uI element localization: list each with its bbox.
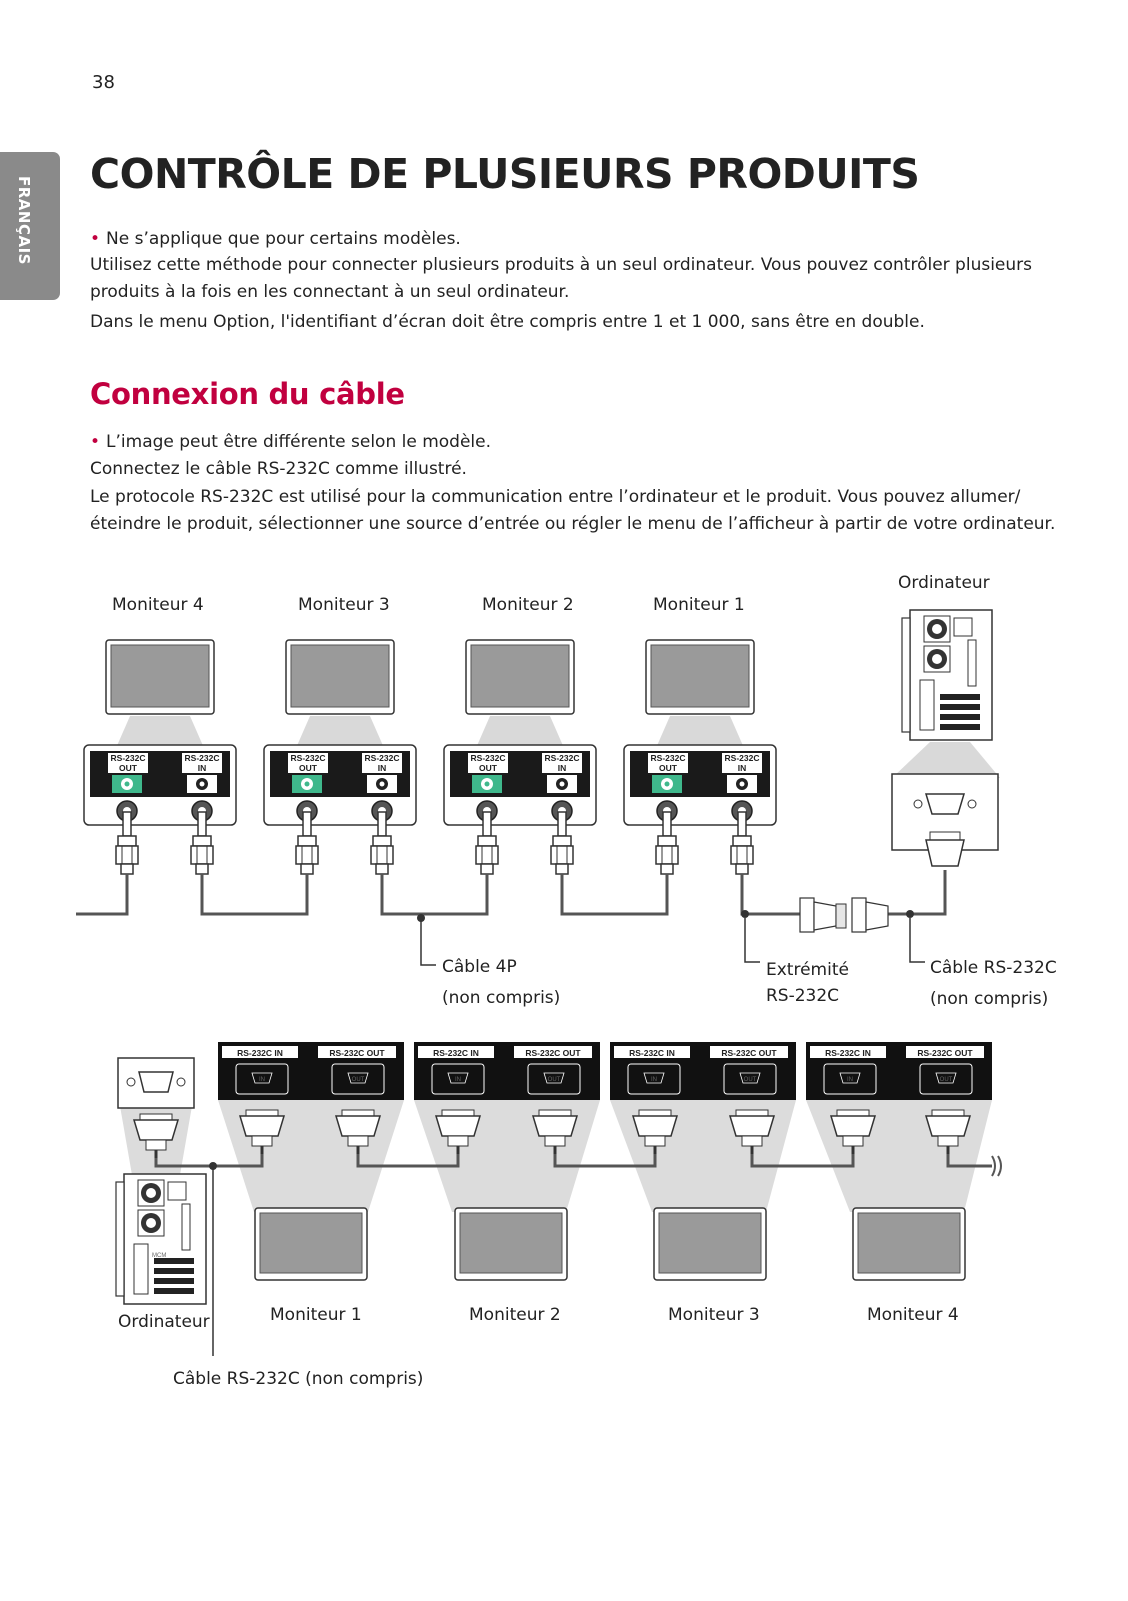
svg-text:RS-232C: RS-232C <box>471 753 506 763</box>
svg-text:IN: IN <box>738 763 747 773</box>
svg-text:RS-232C: RS-232C <box>291 753 326 763</box>
svg-text:MCM: MCM <box>152 1253 166 1259</box>
svg-text:RS-232C OUT: RS-232C OUT <box>525 1048 581 1058</box>
section-paragraph-2: Le protocole RS-232C est utilisé pour la… <box>90 487 1056 534</box>
d1-computer <box>901 609 993 741</box>
d2-panel-4: RS-232C IN RS-232C OUT IN OUT <box>805 1041 993 1101</box>
d1-cable-rs232c-label: Câble RS-232C <box>930 958 1057 978</box>
d2-computer-label: Ordinateur <box>118 1312 210 1332</box>
d1-port-out-label: RS-232C <box>111 753 146 763</box>
intro-paragraph-2: Dans le menu Option, l'identifiant d’écr… <box>90 312 925 332</box>
d1-monitor-2-label: Moniteur 2 <box>482 595 574 615</box>
d1-leaders <box>420 918 925 966</box>
svg-text:IN: IN <box>651 1077 657 1083</box>
svg-text:RS-232C OUT: RS-232C OUT <box>721 1048 777 1058</box>
svg-text:RS-232C: RS-232C <box>725 753 760 763</box>
section-bullet: •L’image peut être différente selon le m… <box>90 432 492 452</box>
d2-panel-3: RS-232C IN RS-232C OUT IN OUT <box>609 1041 797 1101</box>
d1-monitor-4-label: Moniteur 4 <box>112 595 204 615</box>
svg-text:OUT: OUT <box>479 763 498 773</box>
svg-text:RS-232C: RS-232C <box>651 753 686 763</box>
svg-text:(non compris): (non compris) <box>930 989 1048 1009</box>
d2-cable-label: Câble RS-232C (non compris) <box>173 1369 423 1389</box>
svg-text:OUT: OUT <box>659 763 678 773</box>
svg-text:IN: IN <box>259 1077 265 1083</box>
d2-panel-2: RS-232C IN RS-232C OUT IN OUT <box>413 1041 601 1101</box>
intro-bullet: •Ne s’applique que pour certains modèles… <box>90 229 461 249</box>
d2-panel-1: RS-232C IN RS-232C OUT IN OUT <box>217 1041 405 1101</box>
svg-text:RS-232C: RS-232C <box>766 986 839 1006</box>
section-paragraph-1: Connectez le câble RS-232C comme illustr… <box>90 459 467 479</box>
d1-cable-4p-label: Câble 4P <box>442 957 517 977</box>
language-tab: FRANÇAIS <box>0 152 60 300</box>
d1-monitor-3 <box>285 639 395 749</box>
d1-panel-monitor-4: RS-232C OUT RS-232C IN <box>83 744 237 826</box>
d1-monitor-3-label: Moniteur 3 <box>298 595 390 615</box>
d1-monitor-1 <box>645 639 755 749</box>
d1-monitor-1-label: Moniteur 1 <box>653 595 745 615</box>
svg-text:RS-232C IN: RS-232C IN <box>237 1048 283 1058</box>
d2-monitor-1-label: Moniteur 1 <box>270 1305 362 1325</box>
svg-text:OUT: OUT <box>299 763 318 773</box>
svg-text:RS-232C: RS-232C <box>365 753 400 763</box>
svg-text:RS-232C IN: RS-232C IN <box>825 1048 871 1058</box>
d2-computer-serial-port <box>117 1057 195 1109</box>
d2-monitor-1 <box>254 1207 368 1281</box>
d2-monitor-3 <box>653 1207 767 1281</box>
svg-text:RS-232C OUT: RS-232C OUT <box>917 1048 973 1058</box>
d1-panel-monitor-2: RS-232C OUT RS-232C IN <box>443 744 597 826</box>
d2-monitor-2 <box>454 1207 568 1281</box>
d2-monitor-4-label: Moniteur 4 <box>867 1305 959 1325</box>
d1-panel-monitor-3: RS-232C OUT RS-232C IN <box>263 744 417 826</box>
d2-computer <box>115 1173 207 1305</box>
d1-computer-serial-port <box>891 773 999 867</box>
svg-text:IN: IN <box>455 1077 461 1083</box>
svg-text:IN: IN <box>847 1077 853 1083</box>
d2-monitor-3-label: Moniteur 3 <box>668 1305 760 1325</box>
d1-monitor-4 <box>105 639 215 749</box>
svg-text:IN: IN <box>378 763 387 773</box>
svg-text:RS-232C IN: RS-232C IN <box>433 1048 479 1058</box>
page-title: CONTRÔLE DE PLUSIEURS PRODUITS <box>90 150 920 198</box>
d2-cables <box>154 1154 1002 1177</box>
svg-text:OUT: OUT <box>940 1077 953 1083</box>
svg-text:OUT: OUT <box>352 1077 365 1083</box>
d1-panel-monitor-1: RS-232C OUT RS-232C IN <box>623 744 777 826</box>
d1-computer-label: Ordinateur <box>898 573 990 593</box>
svg-text:IN: IN <box>198 763 207 773</box>
d1-monitor-2 <box>465 639 575 749</box>
svg-text:OUT: OUT <box>548 1077 561 1083</box>
svg-text:OUT: OUT <box>119 763 138 773</box>
d2-monitor-2-label: Moniteur 2 <box>469 1305 561 1325</box>
svg-text:(non compris): (non compris) <box>442 988 560 1008</box>
d1-port-in-label: RS-232C <box>185 753 220 763</box>
d1-terminator-label: Extrémité <box>766 960 849 980</box>
svg-text:RS-232C OUT: RS-232C OUT <box>329 1048 385 1058</box>
intro-paragraph-1: Utilisez cette méthode pour connecter pl… <box>90 255 1032 302</box>
svg-text:IN: IN <box>558 763 567 773</box>
svg-text:RS-232C IN: RS-232C IN <box>629 1048 675 1058</box>
connection-diagrams: Moniteur 4 Moniteur 3 Moniteur 2 Moniteu… <box>76 573 1057 1389</box>
language-tab-label: FRANÇAIS <box>15 176 33 265</box>
d2-monitor-4 <box>852 1207 966 1281</box>
svg-text:RS-232C: RS-232C <box>545 753 580 763</box>
section-title: Connexion du câble <box>90 377 405 411</box>
svg-text:OUT: OUT <box>744 1077 757 1083</box>
d1-rs232c-terminator <box>799 897 889 933</box>
page-number: 38 <box>92 72 115 93</box>
